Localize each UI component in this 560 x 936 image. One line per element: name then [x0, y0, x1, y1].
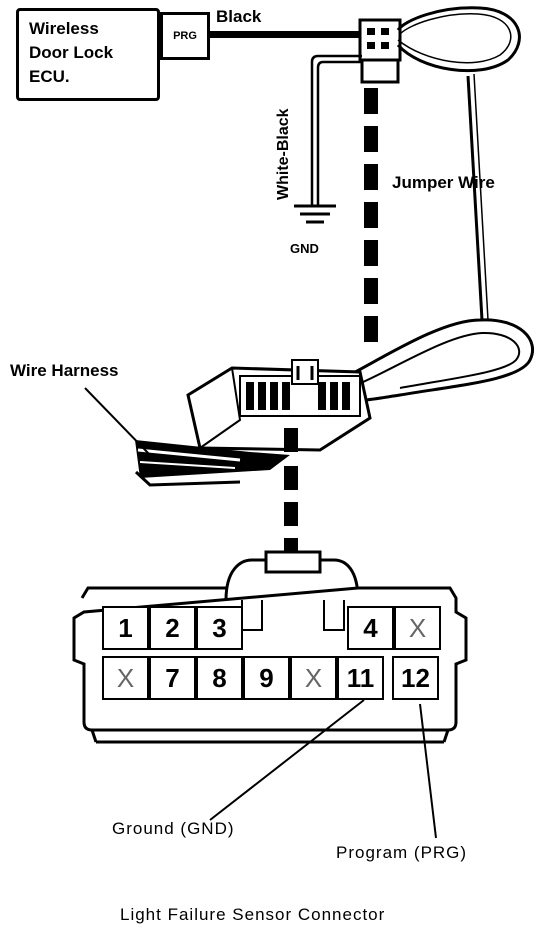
- program-callout-label: Program (PRG): [336, 843, 468, 862]
- jumper-loop-top: [396, 6, 521, 73]
- black-wire: [208, 31, 363, 38]
- harness-cables: [134, 440, 290, 487]
- black-wire-label: Black: [216, 7, 262, 26]
- ground-symbol: [294, 204, 336, 224]
- pin-4: 4: [347, 606, 394, 650]
- pin-11: 11: [337, 656, 384, 700]
- pin-2: 2: [149, 606, 196, 650]
- dashed-link-upper: [364, 88, 378, 342]
- wireless-door-lock-ecu: Wireless Door Lock ECU.: [16, 8, 160, 101]
- white-black-wire-label: White-Black: [275, 108, 292, 200]
- pin-7: 7: [149, 656, 196, 700]
- dashed-link-lower: [284, 428, 298, 552]
- jumper-loop-bottom: [339, 318, 534, 402]
- jumper-connector: [358, 18, 402, 84]
- gnd-label: GND: [290, 241, 319, 256]
- wire-harness-connector: [186, 359, 372, 452]
- wire-harness-label: Wire Harness: [10, 361, 119, 380]
- ground-pointer: [209, 699, 365, 821]
- ecu-prg-terminal: PRG: [160, 12, 210, 60]
- harness-pointer: [84, 387, 151, 456]
- pin-9: 9: [243, 656, 290, 700]
- pin-3: 3: [196, 606, 243, 650]
- program-pointer: [419, 703, 437, 839]
- jumper-wire-label: Jumper Wire: [392, 173, 495, 192]
- jumper-wire-lead: [466, 75, 484, 321]
- prg-terminal-label: PRG: [173, 30, 197, 42]
- ecu-label-line-3: ECU.: [29, 67, 70, 86]
- ground-callout-label: Ground (GND): [112, 819, 235, 838]
- pin-8: 8: [196, 656, 243, 700]
- pin-5-unused: X: [394, 606, 441, 650]
- white-black-wire: [310, 54, 362, 205]
- pin-10-unused: X: [290, 656, 337, 700]
- diagram-caption: Light Failure Sensor Connector: [120, 905, 386, 924]
- pin-1: 1: [102, 606, 149, 650]
- ecu-label-line-1: Wireless: [29, 19, 99, 38]
- pin-6-unused: X: [102, 656, 149, 700]
- pin-12: 12: [392, 656, 439, 700]
- ecu-label-line-2: Door Lock: [29, 43, 114, 62]
